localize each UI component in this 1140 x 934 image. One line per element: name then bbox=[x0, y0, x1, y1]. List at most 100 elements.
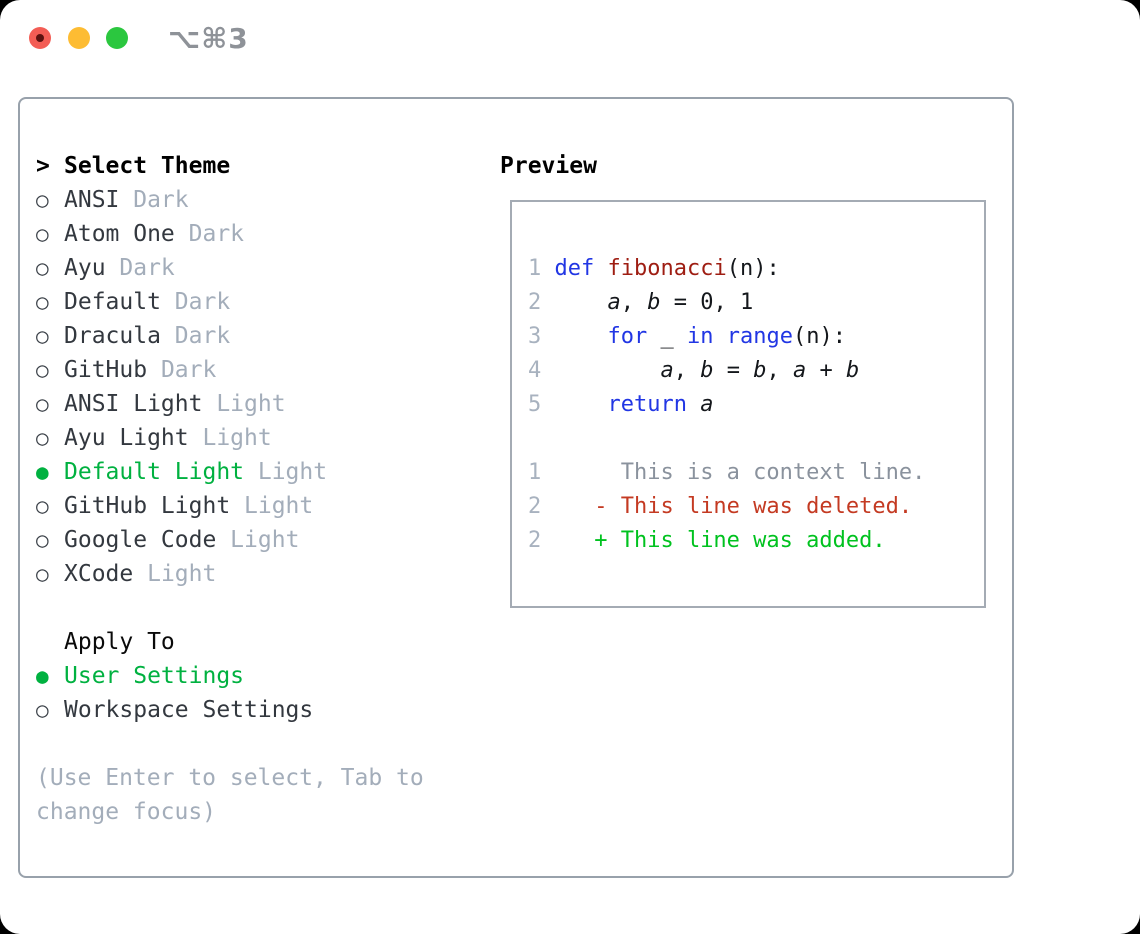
code-token: in bbox=[686, 324, 714, 349]
radio-unselected-icon: ○ bbox=[36, 290, 49, 314]
maximize-button[interactable] bbox=[106, 27, 128, 49]
theme-option[interactable]: ○ANSI Light Light bbox=[36, 387, 476, 421]
line-number: 2 bbox=[528, 494, 542, 519]
code-token: , bbox=[673, 358, 701, 383]
code-line: 4 a, b = b, a + b bbox=[528, 354, 984, 388]
line-number: 1 bbox=[528, 256, 542, 281]
code-token: , bbox=[620, 290, 648, 315]
code-token: b bbox=[845, 358, 860, 383]
theme-variant: Dark bbox=[174, 221, 245, 247]
theme-option[interactable]: ○Ayu Light Light bbox=[36, 421, 476, 455]
theme-option[interactable]: ○GitHub Light Light bbox=[36, 489, 476, 523]
theme-name: Default bbox=[64, 289, 161, 315]
line-number: 2 bbox=[528, 290, 542, 315]
radio-unselected-icon: ○ bbox=[36, 358, 49, 382]
line-number: 3 bbox=[528, 324, 542, 349]
close-dot-icon bbox=[36, 34, 44, 42]
theme-name: ANSI bbox=[64, 187, 120, 213]
code-token: a bbox=[792, 358, 807, 383]
radio-unselected-icon: ○ bbox=[36, 494, 49, 518]
theme-option[interactable]: ○Default Dark bbox=[36, 285, 476, 319]
theme-option[interactable]: ●Default Light Light bbox=[36, 455, 476, 489]
theme-name: Ayu bbox=[64, 255, 106, 281]
apply-to-option[interactable]: ● User Settings bbox=[36, 659, 476, 693]
theme-variant: Light bbox=[244, 459, 328, 485]
theme-option[interactable]: ○ GitHub Dark bbox=[36, 353, 476, 387]
code-line: 2 a, b = 0, 1 bbox=[528, 286, 984, 320]
apply-to-header: Apply To bbox=[36, 625, 476, 659]
code-token: + bbox=[806, 358, 846, 383]
theme-name: GitHub bbox=[64, 357, 148, 383]
radio-selected-icon: ● bbox=[36, 664, 49, 688]
footer-hint: (Use Enter to select, Tab to change focu… bbox=[36, 765, 424, 825]
code-token: fibonacci bbox=[607, 256, 727, 281]
theme-option[interactable]: ○ ANSI Dark bbox=[36, 183, 476, 217]
apply-to-option[interactable]: ○Workspace Settings bbox=[36, 693, 476, 727]
theme-variant: Dark bbox=[147, 357, 217, 383]
code-token bbox=[555, 290, 608, 315]
spacer bbox=[36, 727, 476, 761]
diff-text: This is a context line. bbox=[541, 460, 926, 485]
diff-line-context: 1 This is a context line. bbox=[528, 456, 984, 490]
code-token bbox=[594, 256, 607, 281]
theme-name: GitHub Light bbox=[64, 493, 231, 519]
radio-unselected-icon: ○ bbox=[36, 392, 49, 416]
code-token: b bbox=[647, 290, 661, 315]
code-token: a bbox=[660, 358, 674, 383]
theme-option[interactable]: ○Google Code Light bbox=[36, 523, 476, 557]
code-token: (n): bbox=[792, 324, 846, 349]
code-token: b bbox=[753, 358, 767, 383]
apply-to-list: ● User Settings ○Workspace Settings bbox=[36, 659, 476, 727]
code-line: 3 for _ in range(n): bbox=[528, 320, 984, 354]
radio-selected-icon: ● bbox=[36, 460, 49, 484]
theme-variant: Light bbox=[188, 425, 272, 451]
left-column: > Select Theme ○ANSI Dark○Atom One Dark○… bbox=[36, 149, 476, 829]
theme-name: Dracula bbox=[64, 323, 161, 349]
code-token: , bbox=[766, 358, 793, 383]
theme-variant: Dark bbox=[119, 187, 189, 213]
radio-unselected-icon: ○ bbox=[36, 222, 49, 246]
theme-variant: Dark bbox=[105, 255, 175, 281]
code-line: 1 def fibonacci(n): bbox=[528, 252, 984, 286]
code-token bbox=[687, 392, 700, 417]
focus-indicator-icon: > bbox=[36, 153, 50, 179]
code-token bbox=[555, 392, 608, 417]
radio-unselected-icon: ○ bbox=[36, 528, 49, 552]
apply-to-label: User Settings bbox=[64, 663, 245, 689]
radio-unselected-icon: ○ bbox=[36, 698, 49, 722]
code-token: _ bbox=[647, 324, 687, 349]
diff-line-deleted: 2 - This line was deleted. bbox=[528, 490, 984, 524]
theme-option[interactable]: ○Ayu Dark bbox=[36, 251, 476, 285]
diff-text: + This line was added. bbox=[541, 528, 886, 553]
minimize-button[interactable] bbox=[68, 27, 90, 49]
code-token: a bbox=[700, 392, 714, 417]
code-token: b bbox=[700, 358, 714, 383]
diff-text: - This line was deleted. bbox=[541, 494, 913, 519]
theme-option[interactable]: ○XCode Light bbox=[36, 557, 476, 591]
code-token: range bbox=[726, 324, 793, 349]
close-button[interactable] bbox=[29, 27, 51, 49]
code-token: return bbox=[607, 392, 687, 417]
theme-variant: Light bbox=[133, 561, 217, 587]
radio-unselected-icon: ○ bbox=[36, 188, 49, 212]
spacer bbox=[528, 422, 984, 456]
theme-picker-panel: > Select Theme ○ANSI Dark○Atom One Dark○… bbox=[18, 97, 1014, 878]
code-token: = bbox=[713, 358, 754, 383]
apply-to-title: Apply To bbox=[64, 629, 175, 655]
theme-name: Ayu Light bbox=[64, 425, 189, 451]
line-number: 4 bbox=[528, 358, 542, 383]
line-number: 1 bbox=[528, 460, 542, 485]
theme-name: ANSI Light bbox=[64, 391, 203, 417]
theme-option[interactable]: ○Atom One Dark bbox=[36, 217, 476, 251]
theme-option[interactable]: ○ Dracula Dark bbox=[36, 319, 476, 353]
radio-unselected-icon: ○ bbox=[36, 562, 49, 586]
radio-unselected-icon: ○ bbox=[36, 324, 49, 348]
theme-variant: Dark bbox=[160, 323, 231, 349]
line-number: 5 bbox=[528, 392, 542, 417]
line-number: 2 bbox=[528, 528, 542, 553]
code-token bbox=[555, 324, 608, 349]
diff-preview: 1 This is a context line.2 - This line w… bbox=[528, 456, 984, 558]
